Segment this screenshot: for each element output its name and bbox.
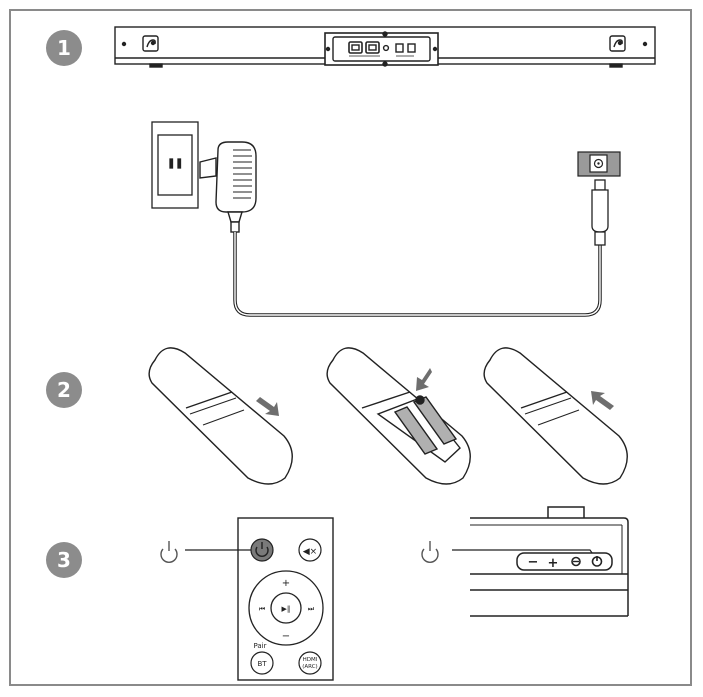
wall-mount-hole-right-icon — [609, 35, 626, 52]
soundbar-volume-down-button[interactable]: − — [528, 555, 539, 570]
volume-up-button[interactable]: + — [282, 578, 290, 589]
arc-label: (ARC) — [302, 664, 317, 670]
soundbar-volume-up-button[interactable]: + — [548, 556, 559, 571]
dc-plug — [591, 179, 609, 246]
soundbar-power-button[interactable] — [591, 556, 603, 567]
soundbar-top-panel — [470, 506, 629, 617]
soundbar-button-strip: − + — [516, 552, 613, 571]
wall-mount-hole-left-icon — [142, 35, 159, 52]
volume-down-button[interactable]: − — [282, 631, 290, 642]
step-2-badge: 2 — [46, 372, 82, 408]
dc-in-socket-icon — [577, 151, 621, 177]
step-3-badge: 3 — [46, 542, 82, 578]
remote-mute-button[interactable]: ◀× — [298, 538, 322, 562]
play-pause-icon: ▶‖ — [282, 605, 291, 613]
bt-label: BT — [257, 660, 267, 668]
power-cable — [233, 232, 602, 317]
previous-track-button[interactable]: ⏮ — [259, 605, 265, 613]
remote-battery-compartment — [326, 347, 471, 485]
diagram-frame — [9, 9, 692, 686]
remote-cover-reattached — [483, 347, 628, 485]
wall-outlet — [151, 121, 199, 209]
play-pause-button[interactable] — [270, 592, 302, 624]
slide-arrow-icon-1 — [256, 397, 279, 416]
power-adapter — [199, 141, 257, 233]
mute-icon: ◀× — [303, 547, 317, 557]
step-1-number: 1 — [57, 36, 71, 60]
next-track-button[interactable]: ⏭ — [308, 605, 315, 613]
slide-arrow-icon-2 — [591, 391, 614, 410]
bt-button[interactable]: BT — [250, 651, 274, 675]
step-2-number: 2 — [57, 378, 71, 402]
remote-power-indicator-icon — [160, 541, 178, 563]
remote-cover-closed — [148, 347, 293, 485]
remote-nav-ring — [248, 570, 324, 646]
step-3-number: 3 — [57, 548, 71, 572]
soundbar-back-view — [114, 26, 656, 68]
soundbar-source-button[interactable] — [571, 556, 581, 567]
step-1-badge: 1 — [46, 30, 82, 66]
battery-1-icon — [393, 406, 439, 455]
battery-2-icon — [412, 395, 458, 445]
insert-arrow-icon — [416, 368, 432, 391]
remote-power-button[interactable] — [250, 538, 274, 562]
rear-connection-panel — [324, 31, 439, 67]
soundbar-power-indicator-icon — [421, 541, 439, 563]
hdmi-arc-button[interactable]: HDMI (ARC) — [298, 651, 322, 675]
pair-label: Pair — [253, 642, 266, 650]
hdmi-label: HDMI — [303, 657, 318, 663]
